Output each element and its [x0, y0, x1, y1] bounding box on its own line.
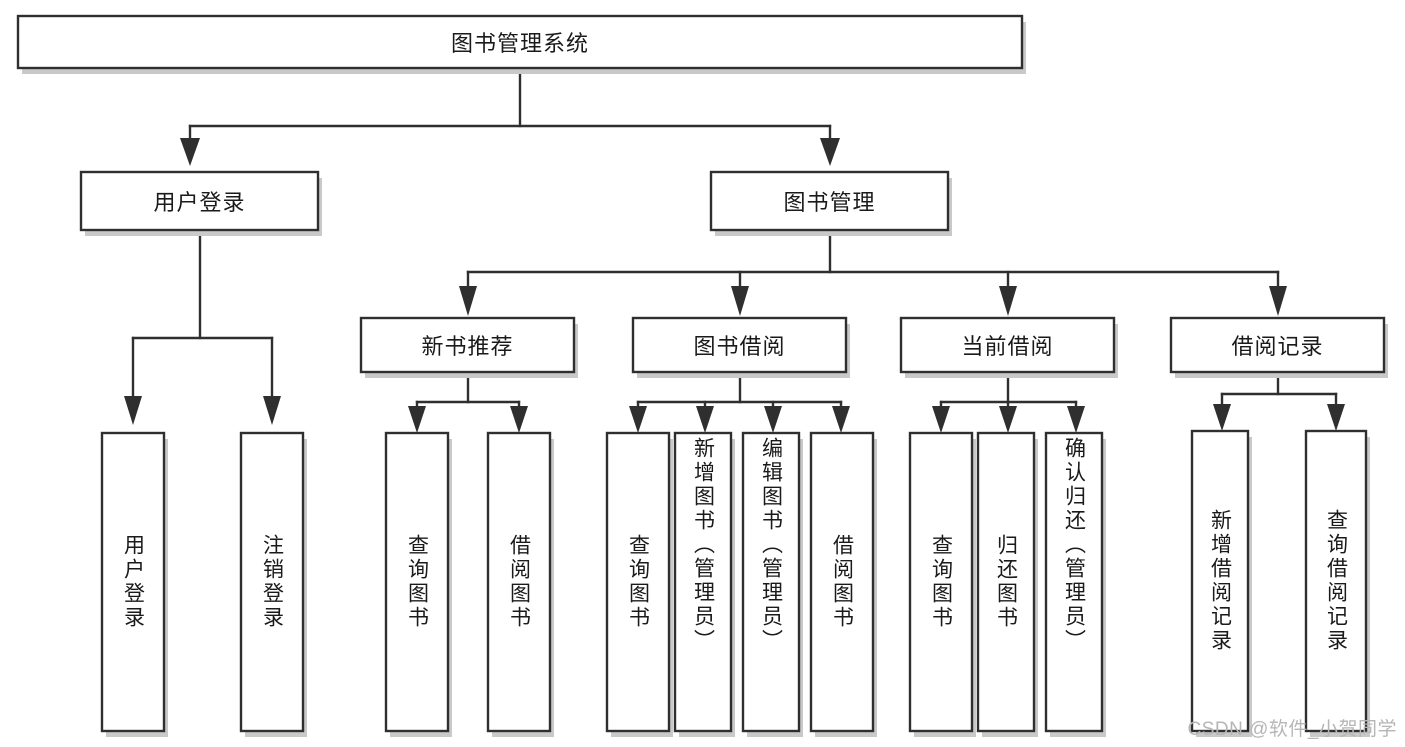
- leaf-4-rect: [605, 431, 671, 733]
- connector-group-current-borrow: [932, 370, 1085, 433]
- arrow-user-leaf-1: [124, 396, 142, 425]
- leaf-node-5[interactable]: [673, 431, 735, 737]
- leaf-node-1[interactable]: [239, 431, 307, 737]
- leaf-1-rect: [239, 431, 305, 733]
- arrow-borrow-leaf-4: [832, 406, 850, 433]
- leaf-node-7[interactable]: [809, 431, 877, 737]
- leaf-6-rect: [741, 431, 801, 733]
- node-root-rect: [16, 14, 1024, 70]
- leaf-3-rect: [486, 431, 552, 733]
- leaf-node-2[interactable]: [384, 431, 452, 737]
- leaf-2-rect: [384, 431, 450, 733]
- leaf-node-9[interactable]: [976, 431, 1038, 737]
- connector-group-book-manage: [459, 232, 1287, 316]
- arrow-current-leaf-1: [932, 406, 950, 433]
- leaf-node-4[interactable]: [605, 431, 673, 737]
- arrow-borrow-leaf-1: [629, 406, 647, 433]
- leaf-5-rect: [673, 431, 733, 733]
- leaf-node-10[interactable]: [1044, 431, 1106, 737]
- leaf-7-rect: [809, 431, 875, 733]
- arrow-borrow-leaf-3: [764, 406, 782, 433]
- arrow-record-leaf-1: [1213, 404, 1231, 431]
- node-book-manage-rect: [709, 170, 950, 232]
- arrow-root-to-user: [180, 138, 200, 166]
- node-borrow-record[interactable]: [1169, 316, 1388, 378]
- arrow-record-leaf-2: [1327, 404, 1345, 431]
- arrow-new-leaf-1: [408, 406, 426, 433]
- leaf-node-6[interactable]: [741, 431, 803, 737]
- leaf-11-rect: [1190, 429, 1250, 733]
- connector-group-root: [180, 68, 840, 166]
- arrow-borrow-leaf-2: [696, 406, 714, 433]
- leaf-node-11[interactable]: [1190, 429, 1252, 737]
- arrow-book-to-new: [459, 286, 477, 316]
- node-new-book-rect: [359, 316, 576, 374]
- leaf-node-3[interactable]: [486, 431, 554, 737]
- node-root[interactable]: [16, 14, 1026, 74]
- arrow-root-to-book: [820, 138, 840, 166]
- connector-group-user-login: [124, 232, 281, 425]
- leaf-node-8[interactable]: [908, 431, 976, 737]
- connector-group-new-book: [408, 370, 528, 433]
- connector-group-borrow-record: [1213, 370, 1345, 431]
- arrow-new-leaf-2: [510, 406, 528, 433]
- leaf-10-rect: [1044, 431, 1104, 733]
- leaf-9-rect: [976, 431, 1036, 733]
- arrow-current-leaf-3: [1067, 406, 1085, 433]
- node-current-borrow-rect: [899, 316, 1116, 374]
- arrow-book-to-current: [999, 286, 1017, 316]
- leaf-node-12[interactable]: [1304, 429, 1370, 737]
- arrow-book-to-borrow: [731, 286, 749, 316]
- node-current-borrow[interactable]: [899, 316, 1118, 378]
- node-book-borrow-rect: [631, 316, 848, 374]
- leaf-node-0[interactable]: [100, 431, 168, 737]
- connector-group-book-borrow: [629, 370, 850, 433]
- arrow-current-leaf-2: [999, 406, 1017, 433]
- leaf-12-rect: [1304, 429, 1368, 733]
- node-user-login-rect: [79, 170, 320, 232]
- node-new-book-recommend[interactable]: [359, 316, 578, 378]
- node-book-borrow[interactable]: [631, 316, 850, 378]
- node-borrow-record-rect: [1169, 316, 1386, 374]
- leaf-0-rect: [100, 431, 166, 733]
- arrow-book-to-record: [1269, 286, 1287, 316]
- leaf-8-rect: [908, 431, 974, 733]
- arrow-user-leaf-2: [263, 396, 281, 425]
- node-user-login[interactable]: [79, 170, 322, 236]
- node-book-manage[interactable]: [709, 170, 952, 236]
